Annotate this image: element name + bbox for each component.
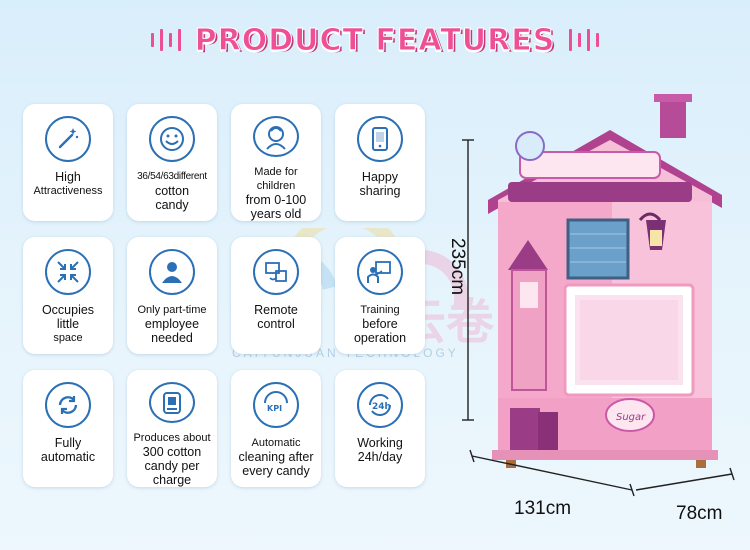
feature-label-line: candy per <box>144 459 200 473</box>
depth-dimension: 78cm <box>676 503 723 524</box>
child-icon <box>253 116 299 157</box>
compress-arrows-icon <box>45 249 91 295</box>
header: PRODUCT FEATURES <box>0 18 750 62</box>
feature-label-line: Working <box>357 436 403 450</box>
feature-label-line: Attractiveness <box>33 185 103 197</box>
feature-label-line: Occupies <box>41 303 95 317</box>
24h-icon: 24h <box>357 382 403 428</box>
feature-label-line: 36/54/63different <box>137 171 207 182</box>
feature-label-line: Produces about <box>133 432 211 444</box>
feature-label-line: Only part-time <box>137 304 207 316</box>
feature-label-line: 300 cotton <box>142 445 202 459</box>
cotton-candy-machine-icon <box>149 382 195 423</box>
feature-label-line: from 0-100 <box>245 193 307 207</box>
employee-icon <box>149 249 195 295</box>
feature-label-line: control <box>257 317 295 331</box>
left-decoration <box>150 29 181 51</box>
feature-label-line: space <box>53 332 83 344</box>
training-icon <box>357 249 403 295</box>
feature-label-line: employee <box>144 317 200 331</box>
page-title: PRODUCT FEATURES <box>194 22 556 58</box>
svg-text:KPI: KPI <box>267 404 282 413</box>
feature-label-line: 24h/day <box>357 450 403 464</box>
feature-label-line: every candy <box>242 464 310 478</box>
right-decoration <box>569 29 600 51</box>
feature-label-line: Fully <box>54 436 82 450</box>
kpi-icon: KPI <box>253 382 299 428</box>
refresh-icon <box>45 382 91 428</box>
feature-label-line: operation <box>353 331 407 345</box>
magic-wand-icon <box>45 116 91 162</box>
feature-label-line: cleaning after <box>238 450 314 464</box>
feature-label-line: charge <box>152 473 192 487</box>
feature-label-line: Training <box>360 304 400 316</box>
feature-label-line: little <box>56 317 80 331</box>
feature-label-line: Remote <box>254 303 298 317</box>
feature-label-line: before <box>362 317 398 331</box>
cotton-candy-vending-machine: Sugar <box>462 94 735 497</box>
feature-label-line: children <box>256 180 296 192</box>
feature-label-line: sharing <box>359 184 401 198</box>
feature-label-line: needed <box>151 331 193 345</box>
tablet-icon <box>357 116 403 162</box>
remote-control-icon <box>253 249 299 295</box>
feature-label-line: automatic <box>40 450 96 464</box>
feature-label-line: Automatic <box>251 437 301 449</box>
feature-label-line: Happy <box>361 170 399 184</box>
feature-label-line: candy <box>155 198 189 212</box>
smiley-icon <box>149 116 195 162</box>
svg-text:24h: 24h <box>372 402 391 412</box>
feature-label-line: High <box>55 170 81 184</box>
height-dimension: 235cm <box>447 238 468 296</box>
svg-text:Sugar: Sugar <box>616 412 646 423</box>
feature-label-line: Made for <box>254 166 298 178</box>
feature-label-line: cotton <box>154 184 190 198</box>
width-dimension: 131cm <box>514 498 572 519</box>
feature-label-line: years old <box>250 207 302 221</box>
